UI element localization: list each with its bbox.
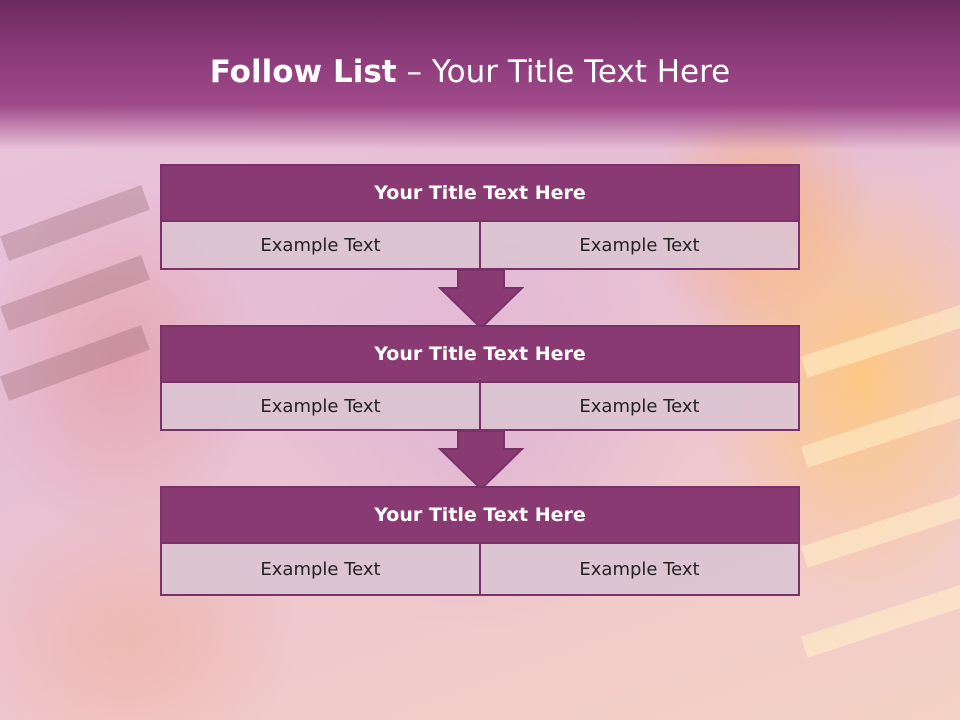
block-cell-right: Example Text <box>479 383 798 429</box>
slide-title-rest: – Your Title Text Here <box>406 54 731 90</box>
block-cell-right: Example Text <box>479 544 798 594</box>
block-title: Your Title Text Here <box>162 488 798 544</box>
follow-block-2: Your Title Text Here Example Text Exampl… <box>160 325 800 431</box>
background-decoration <box>800 494 960 568</box>
slide-title: Follow List – Your Title Text Here <box>0 54 940 90</box>
block-title: Your Title Text Here <box>162 327 798 383</box>
background-decoration <box>800 394 960 468</box>
slide-title-bold: Follow List <box>209 54 397 90</box>
follow-block-3: Your Title Text Here Example Text Exampl… <box>160 486 800 596</box>
block-row: Example Text Example Text <box>162 383 798 429</box>
follow-block-1: Your Title Text Here Example Text Exampl… <box>160 164 800 270</box>
block-row: Example Text Example Text <box>162 222 798 268</box>
block-row: Example Text Example Text <box>162 544 798 594</box>
title-bar <box>0 0 960 150</box>
down-arrow-icon <box>438 270 524 330</box>
block-cell-left: Example Text <box>162 383 479 429</box>
block-cell-left: Example Text <box>162 222 479 268</box>
background-decoration <box>0 185 150 261</box>
background-decoration <box>800 304 960 378</box>
background-decoration <box>800 584 960 658</box>
block-cell-left: Example Text <box>162 544 479 594</box>
background-decoration <box>0 255 150 331</box>
block-title: Your Title Text Here <box>162 166 798 222</box>
down-arrow-icon <box>438 431 524 491</box>
background-decoration <box>0 325 150 401</box>
block-cell-right: Example Text <box>479 222 798 268</box>
